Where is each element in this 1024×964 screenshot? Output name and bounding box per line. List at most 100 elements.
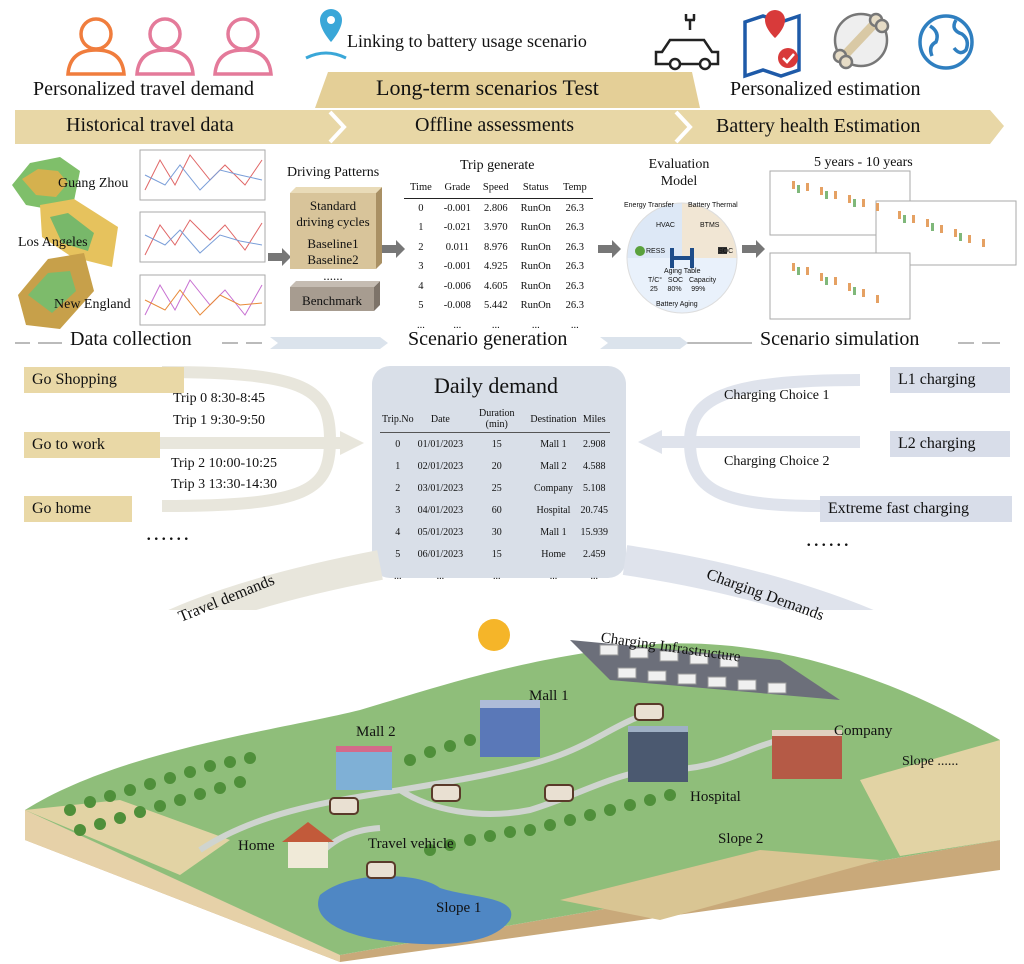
trip-schedule: Trip 2 10:00-10:25 bbox=[171, 456, 278, 471]
table-cell: 4.925 bbox=[483, 261, 508, 273]
simulation-title: 5 years - 10 years bbox=[814, 155, 913, 170]
place-label: Company bbox=[834, 723, 893, 739]
person-icon bbox=[135, 17, 195, 76]
table-cell: 26.3 bbox=[565, 280, 584, 292]
table-cell: Mall 1 bbox=[540, 438, 567, 450]
table-cell: 3 bbox=[418, 261, 424, 273]
table-cell: ... bbox=[436, 570, 445, 582]
evaluation-model-title: Evaluation Model bbox=[648, 157, 710, 189]
charging-choice-label: Charging Choice 2 bbox=[724, 454, 830, 469]
table-cell: 04/01/2023 bbox=[417, 504, 464, 516]
city-label: New England bbox=[54, 297, 131, 312]
place-label: Travel vehicle bbox=[368, 836, 454, 852]
battery-aging-label: Battery Aging bbox=[656, 301, 698, 308]
soc-label: SOC bbox=[718, 248, 734, 255]
demand-column-header: Date bbox=[415, 406, 466, 433]
city-label: Los Angeles bbox=[18, 235, 88, 250]
table-cell: -0.006 bbox=[443, 280, 471, 292]
slope-label: Slope 2 bbox=[718, 831, 764, 847]
table-cell: 15 bbox=[491, 438, 502, 450]
left-ellipsis: ...... bbox=[146, 520, 191, 545]
daily-demand-title: Daily demand bbox=[434, 373, 559, 398]
pattern-label: Benchmark bbox=[302, 293, 362, 308]
table-row: ............... bbox=[404, 316, 593, 336]
trip-generate-title: Trip generate bbox=[460, 158, 535, 173]
place-label: Mall 1 bbox=[529, 688, 569, 704]
right-ellipsis: ...... bbox=[806, 526, 851, 551]
electric-car-icon bbox=[654, 14, 720, 71]
demand-column-header: Destination bbox=[528, 406, 579, 433]
slope-label: Slope ...... bbox=[902, 754, 959, 769]
table-cell: 20 bbox=[491, 460, 502, 472]
table-cell: 2 bbox=[418, 241, 424, 253]
table-cell: RunOn bbox=[520, 222, 551, 234]
table-cell: 15 bbox=[491, 548, 502, 560]
l2-charging-option: L2 charging bbox=[890, 431, 1010, 457]
pattern-label: ...... bbox=[323, 268, 343, 283]
energy-transfer-label: Energy Transfer bbox=[624, 202, 674, 209]
demand-column-header: Miles bbox=[578, 406, 610, 433]
sun-icon bbox=[478, 619, 510, 651]
travel-data-plots bbox=[139, 149, 266, 326]
long-term-test-label: Long-term scenarios Test bbox=[376, 75, 599, 100]
driving-pattern-stack bbox=[290, 187, 382, 311]
table-cell: Mall 2 bbox=[540, 460, 567, 472]
table-cell: ... bbox=[570, 319, 579, 331]
table-cell: 3 bbox=[395, 504, 401, 516]
table-cell: ... bbox=[531, 319, 540, 331]
trip-schedule: Trip 3 13:30-14:30 bbox=[171, 477, 278, 492]
trip-schedule: Trip 0 8:30-8:45 bbox=[173, 391, 266, 406]
scenario-simulation-label: Scenario simulation bbox=[760, 328, 920, 350]
table-cell: ... bbox=[394, 570, 402, 582]
table-cell: 03/01/2023 bbox=[417, 482, 464, 494]
ress-label: RESS bbox=[646, 248, 666, 255]
aging-cols: T/C° SOC Capacity bbox=[648, 277, 717, 284]
trip-schedule: Trip 1 9:30-9:50 bbox=[173, 413, 266, 428]
table-cell: 8.976 bbox=[483, 241, 508, 253]
table-cell: RunOn bbox=[520, 202, 551, 214]
table-cell: 4 bbox=[418, 280, 424, 292]
table-cell: -0.001 bbox=[443, 202, 471, 214]
table-cell: -0.001 bbox=[443, 261, 471, 273]
building-company bbox=[772, 730, 842, 779]
table-cell: RunOn bbox=[520, 261, 551, 273]
city-label: Guang Zhou bbox=[58, 176, 129, 191]
table-cell: Home bbox=[541, 548, 566, 560]
table-cell: 5.108 bbox=[583, 482, 606, 494]
city-scene bbox=[25, 619, 1000, 962]
building-hospital bbox=[628, 726, 688, 782]
place-label: Hospital bbox=[690, 789, 741, 805]
table-cell: 26.3 bbox=[565, 222, 584, 234]
table-cell: 0 bbox=[418, 202, 424, 214]
data-collection-label: Data collection bbox=[70, 328, 192, 350]
table-cell: 5 bbox=[418, 300, 424, 312]
table-cell: 1 bbox=[418, 222, 424, 234]
person-icon bbox=[213, 17, 273, 76]
demand-column-header: Trip.No bbox=[380, 406, 416, 433]
table-cell: ... bbox=[453, 319, 462, 331]
table-cell: 20.745 bbox=[580, 504, 609, 516]
table-cell: 0.011 bbox=[445, 241, 469, 253]
trip-column-header: Status bbox=[514, 178, 557, 199]
table-cell: RunOn bbox=[520, 300, 551, 312]
battery-health-estimation-label: Battery health Estimation bbox=[716, 115, 921, 137]
table-cell: 3.970 bbox=[483, 222, 508, 234]
trip-column-header: Speed bbox=[476, 178, 515, 199]
aging-vals: 25 80% 99% bbox=[650, 286, 706, 293]
table-cell: 0 bbox=[395, 438, 401, 450]
table-cell: 2 bbox=[395, 482, 401, 494]
simulation-plots bbox=[769, 170, 1017, 320]
table-cell: RunOn bbox=[520, 280, 551, 292]
place-label: Home bbox=[238, 838, 275, 854]
table-cell: 60 bbox=[491, 504, 502, 516]
table-cell: ... bbox=[416, 319, 425, 331]
